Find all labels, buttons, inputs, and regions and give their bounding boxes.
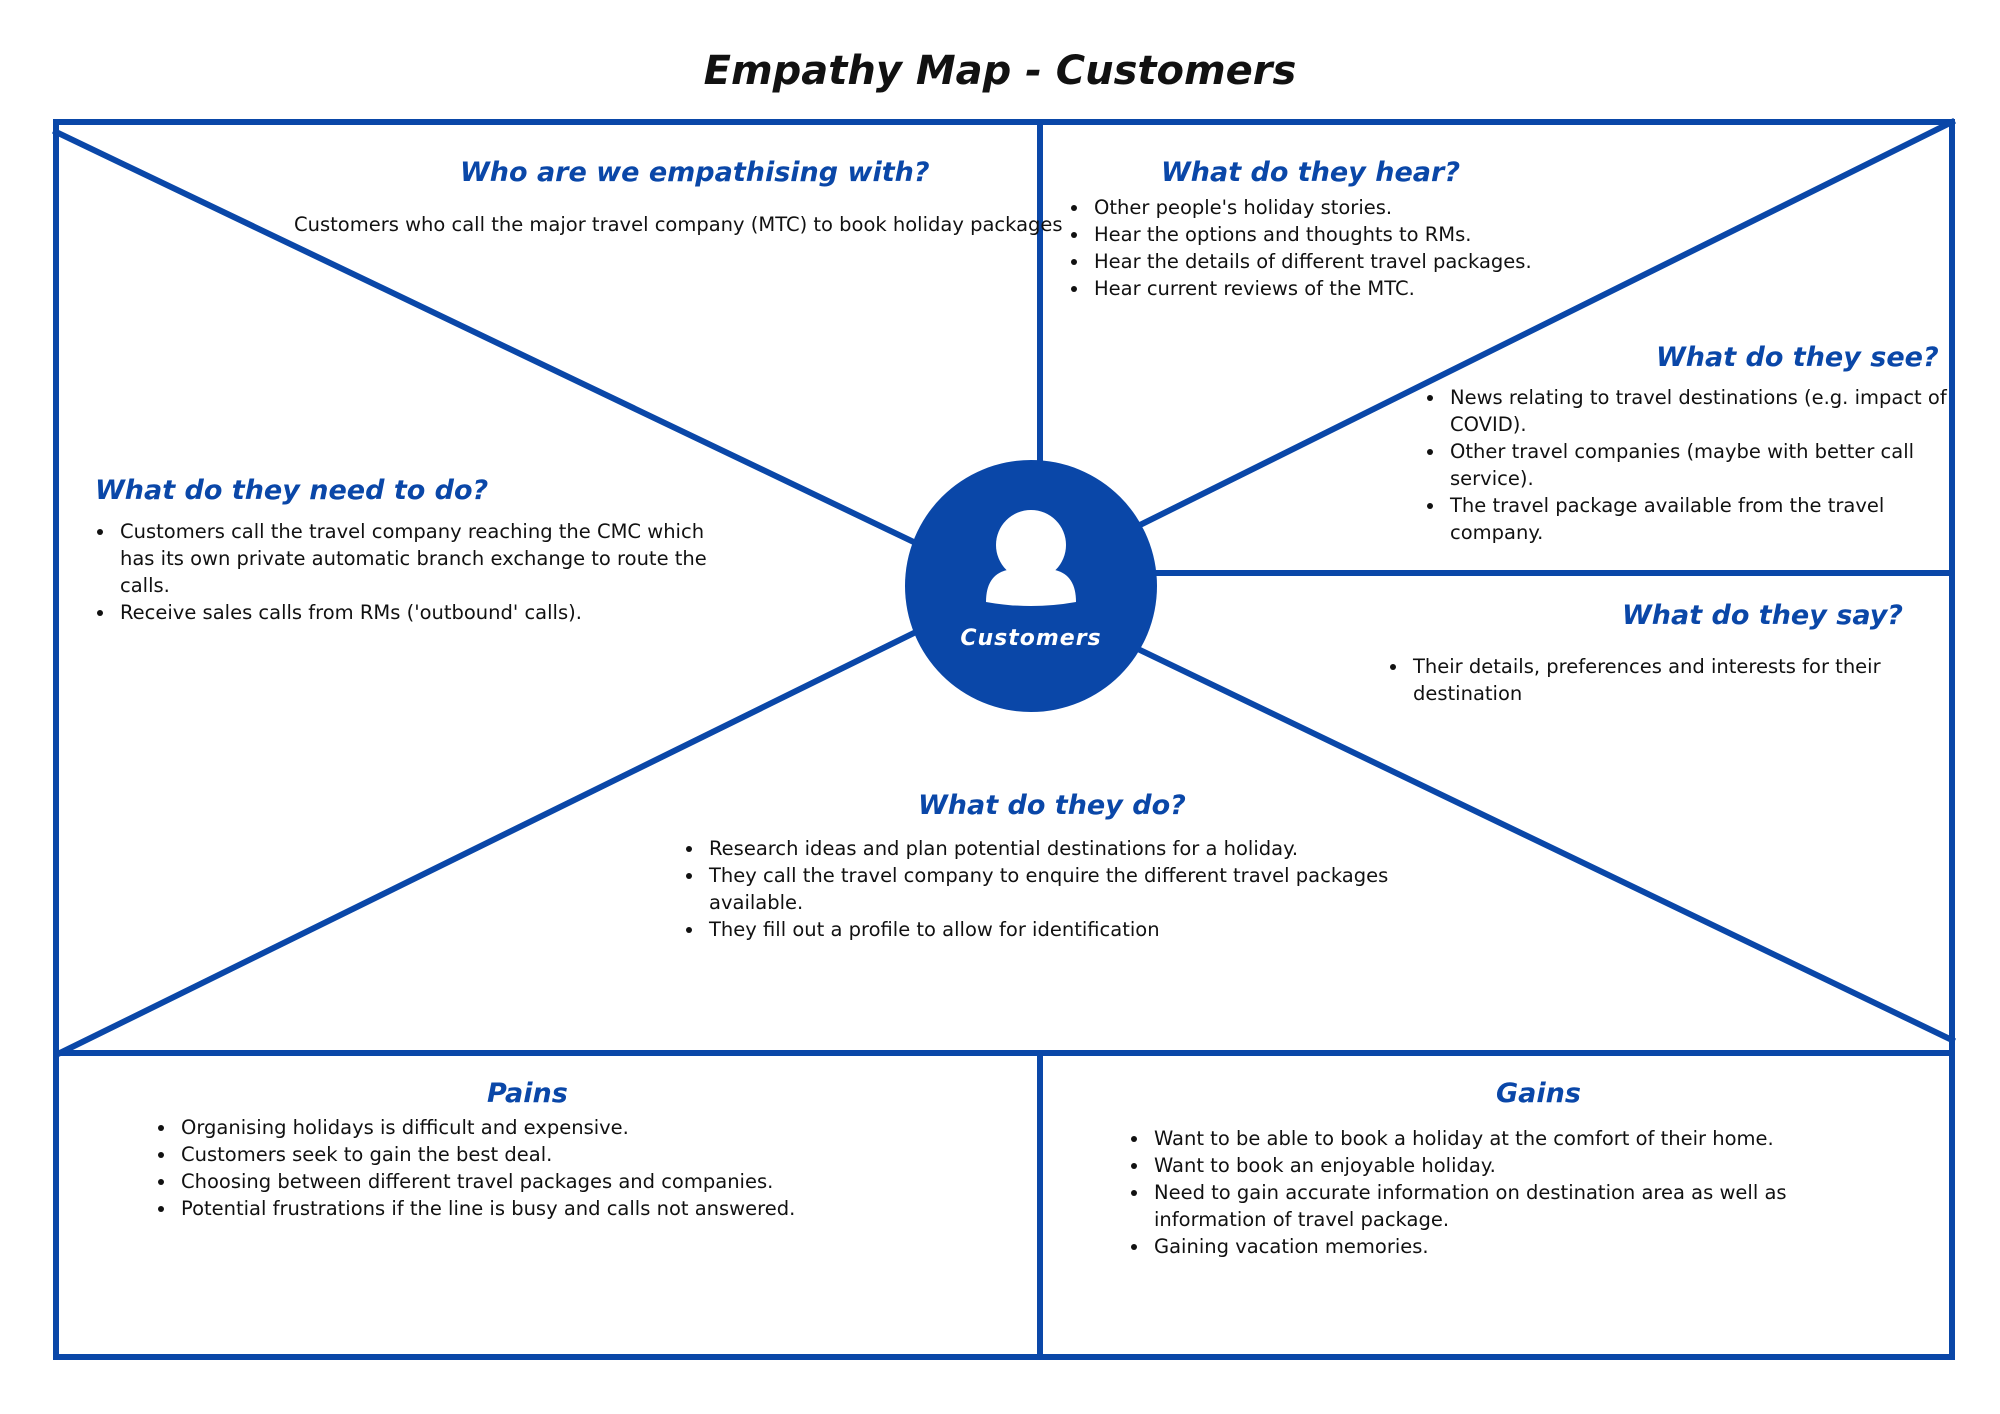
diagonal-bottom-left bbox=[55, 625, 925, 1058]
pains-list: Organising holidays is difficult and exp… bbox=[153, 1114, 997, 1222]
list-item: They call the travel company to enquire … bbox=[705, 862, 1405, 916]
see-heading: What do they see? bbox=[1656, 342, 1939, 373]
do-heading: What do they do? bbox=[918, 790, 1186, 821]
gains-heading: Gains bbox=[1496, 1078, 1581, 1109]
list-item: Organising holidays is difficult and exp… bbox=[177, 1114, 997, 1141]
say-list: Their details, preferences and interests… bbox=[1385, 653, 1929, 707]
center-label: Customers bbox=[960, 626, 1102, 651]
who-text: Customers who call the major travel comp… bbox=[294, 213, 1063, 236]
page-title: Empathy Map - Customers bbox=[703, 48, 1297, 94]
hear-list: Other people's holiday stories. Hear the… bbox=[1066, 194, 1590, 302]
list-item: Research ideas and plan potential destin… bbox=[705, 835, 1405, 862]
list-item: Want to book an enjoyable holiday. bbox=[1150, 1152, 1830, 1179]
list-item: The travel package available from the tr… bbox=[1446, 492, 1956, 546]
list-item: Hear current reviews of the MTC. bbox=[1090, 275, 1590, 302]
need-heading: What do they need to do? bbox=[95, 475, 489, 506]
user-avatar-icon bbox=[986, 510, 1076, 606]
list-item: Other people's holiday stories. bbox=[1090, 194, 1590, 221]
hear-heading: What do they hear? bbox=[1161, 157, 1460, 188]
diagonal-bottom-right bbox=[1135, 645, 1957, 1045]
list-item: They fill out a profile to allow for ide… bbox=[705, 916, 1405, 943]
list-item: Receive sales calls from RMs ('outbound'… bbox=[116, 599, 726, 626]
who-heading: Who are we empathising with? bbox=[460, 157, 930, 188]
gains-list: Want to be able to book a holiday at the… bbox=[1126, 1125, 1830, 1260]
list-item: Hear the details of different travel pac… bbox=[1090, 248, 1590, 275]
outer-border bbox=[53, 119, 1955, 1360]
list-item: News relating to travel destinations (e.… bbox=[1446, 384, 1956, 438]
diagonal-top-right bbox=[1135, 117, 1957, 530]
see-list: News relating to travel destinations (e.… bbox=[1422, 384, 1956, 546]
list-item: Choosing between different travel packag… bbox=[177, 1168, 997, 1195]
list-item: Gaining vacation memories. bbox=[1150, 1233, 1830, 1260]
list-item: Their details, preferences and interests… bbox=[1409, 653, 1929, 707]
list-item: Other travel companies (maybe with bette… bbox=[1446, 438, 1956, 492]
say-heading: What do they say? bbox=[1622, 600, 1903, 631]
list-item: Need to gain accurate information on des… bbox=[1150, 1179, 1830, 1233]
pains-heading: Pains bbox=[487, 1078, 568, 1109]
do-list: Research ideas and plan potential destin… bbox=[681, 835, 1405, 943]
list-item: Want to be able to book a holiday at the… bbox=[1150, 1125, 1830, 1152]
need-list: Customers call the travel company reachi… bbox=[92, 518, 726, 626]
diagonal-top-left bbox=[51, 127, 925, 550]
list-item: Customers call the travel company reachi… bbox=[116, 518, 726, 599]
list-item: Customers seek to gain the best deal. bbox=[177, 1141, 997, 1168]
list-item: Hear the options and thoughts to RMs. bbox=[1090, 221, 1590, 248]
list-item: Potential frustrations if the line is bu… bbox=[177, 1195, 997, 1222]
